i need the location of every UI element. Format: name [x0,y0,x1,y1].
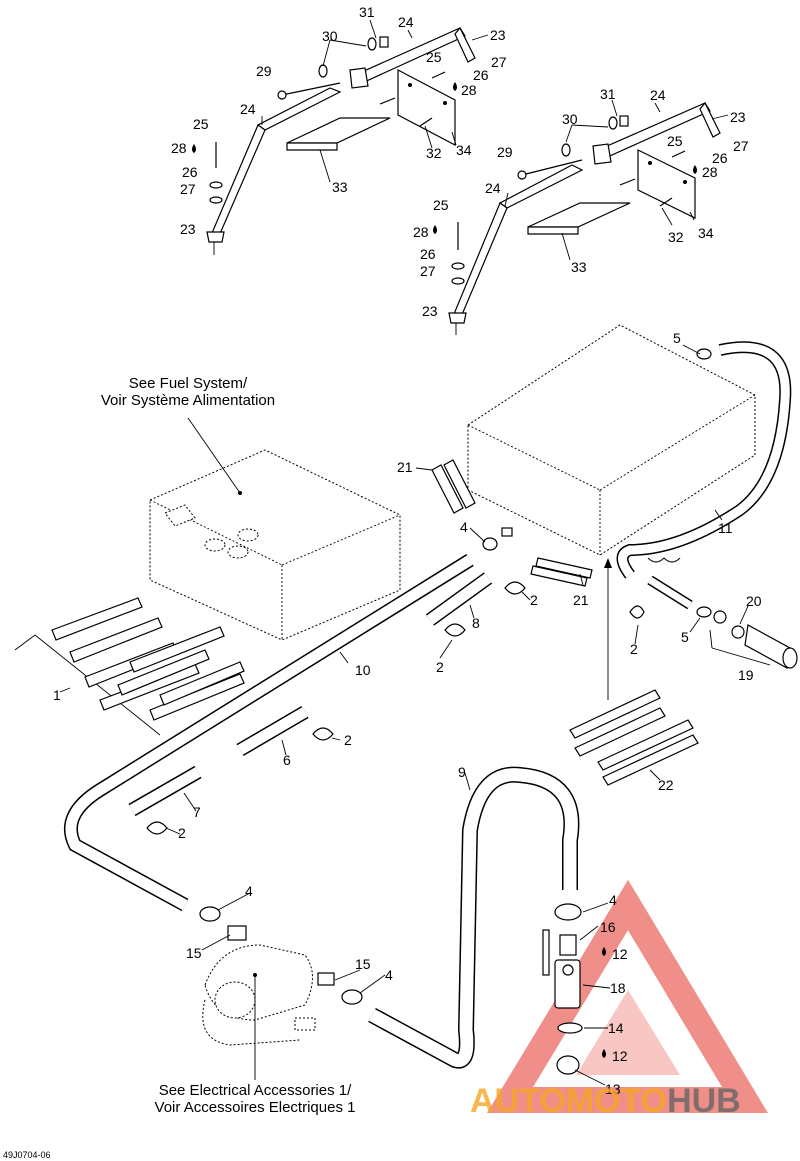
callout-5: 5 [673,330,681,346]
callout-14: 14 [608,1020,624,1036]
callout-34: 34 [698,225,714,241]
leader-lines [59,19,749,1086]
callout-4: 4 [245,883,253,899]
callout-28: 28 [413,224,429,240]
callout-7: 7 [193,804,201,820]
callout-18: 18 [610,980,626,996]
callout-26: 26 [712,150,728,166]
callout-27: 27 [491,54,507,70]
fuel-system-note-line1: See Fuel System/ [129,375,248,392]
callout-27: 27 [180,181,196,197]
callout-28: 28 [461,82,477,98]
callout-29: 29 [497,144,513,160]
callout-6: 6 [283,752,291,768]
oil-drop-icon [433,225,437,234]
callout-26: 26 [182,164,198,180]
figure-code: 49J0704-06 [3,1150,51,1160]
callout-13: 13 [605,1081,621,1097]
oil-drop-icon [693,165,697,174]
short-hoses [128,572,493,817]
callout-2: 2 [630,641,638,657]
callout-27: 27 [420,263,436,279]
callout-25: 25 [426,49,442,65]
callout-15: 15 [355,956,371,972]
callout-25: 25 [667,133,683,149]
oil-drop-icon [602,1049,606,1058]
electrical-note-line1: See Electrical Accessories 1/ [159,1082,352,1099]
callout-30: 30 [562,111,578,127]
callout-30: 30 [322,28,338,44]
callout-2: 2 [344,732,352,748]
callout-4: 4 [609,892,617,908]
oil-drop-icon [192,144,196,153]
callout-4: 4 [460,519,468,535]
oil-drop-icon [453,82,457,91]
fuel-system-note-line2: Voir Système Alimentation [101,392,275,409]
callout-26: 26 [420,246,436,262]
callout-19: 19 [738,667,754,683]
callout-9: 9 [458,764,466,780]
callout-21: 21 [397,459,413,475]
fuel-pump-outline [202,944,363,1080]
callout-23: 23 [730,109,746,125]
callout-31: 31 [600,86,616,102]
watermark-text: AUTOMOTOHUB [470,1082,741,1120]
callout-12: 12 [612,946,628,962]
clips-2 [146,581,645,835]
callout-24: 24 [398,14,414,30]
callout-11: 11 [718,520,733,536]
callout-25: 25 [193,116,209,132]
callout-23: 23 [180,221,196,237]
pads-22 [569,689,699,786]
callout-8: 8 [472,615,480,631]
callout-24: 24 [485,180,501,196]
callout-1: 1 [53,687,61,703]
callout-28: 28 [702,164,718,180]
callout-23: 23 [490,27,506,43]
callout-15: 15 [186,945,202,961]
callout-21: 21 [573,592,589,608]
callout-34: 34 [456,142,472,158]
callout-26: 26 [473,67,489,83]
oil-drop-icon [602,947,606,956]
electrical-note-line2: Voir Accessoires Electriques 1 [155,1099,356,1116]
hose-10 [64,527,513,941]
callout-16: 16 [600,919,616,935]
callout-28: 28 [171,140,187,156]
oil-drop-icons [192,82,697,1058]
support-pads-left [14,597,245,736]
callout-33: 33 [332,179,348,195]
callout-5: 5 [681,629,689,645]
callout-4: 4 [385,967,393,983]
callout-29: 29 [256,63,272,79]
valve-assembly [542,903,583,1075]
callout-10: 10 [355,662,371,678]
callout-27: 27 [733,138,749,154]
callout-31: 31 [359,4,375,20]
callout-2: 2 [530,592,538,608]
callout-12: 12 [612,1048,628,1064]
bracket-assembly-right [448,101,721,335]
callout-23: 23 [422,303,438,319]
callout-33: 33 [571,259,587,275]
hose-9 [368,766,580,1069]
callout-32: 32 [668,229,684,245]
callout-32: 32 [426,145,442,161]
callout-22: 22 [658,777,674,793]
bracket-assembly-left [206,26,476,255]
callout-2: 2 [436,659,444,675]
pads-21 [431,459,593,587]
callout-24: 24 [240,101,256,117]
callout-labels: 31 24 23 30 25 27 26 28 29 24 25 28 32 3… [53,4,762,1097]
callout-20: 20 [746,593,762,609]
callout-25: 25 [433,197,449,213]
callout-24: 24 [650,87,666,103]
hose-11 [616,341,798,669]
main-fuel-tank-outline [149,417,401,641]
callout-2: 2 [178,825,186,841]
